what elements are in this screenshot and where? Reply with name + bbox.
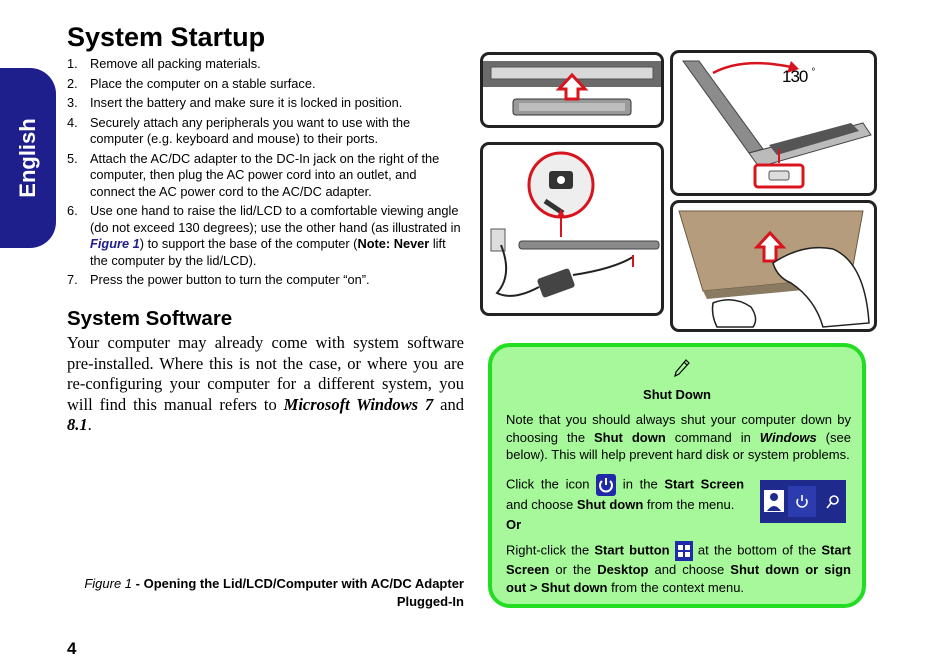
note-paragraph-1: Note that you should always shut your co… — [506, 412, 851, 462]
software-heading: System Software — [67, 307, 233, 330]
power-icon — [596, 474, 617, 496]
startup-steps: 1.Remove all packing materials. 2.Place … — [67, 56, 462, 292]
shutdown-note-box: Shut Down Note that you should always sh… — [488, 343, 866, 608]
list-item: 4.Securely attach any peripherals you wa… — [67, 114, 411, 147]
or-label: Or — [506, 517, 522, 532]
list-item: 6.Use one hand to raise the lid/LCD to a… — [67, 203, 461, 268]
windows-start-icon — [674, 541, 693, 561]
list-item: 7.Press the power button to turn the com… — [67, 272, 370, 287]
page-title: System Startup — [67, 22, 266, 52]
note-title: Shut Down — [643, 387, 711, 402]
note-paragraph-3: Right-click the Start button at the bott… — [506, 541, 851, 595]
ac-adapter-illustration — [480, 142, 664, 316]
figure-link[interactable]: Figure 1 — [90, 236, 140, 251]
lid-open-illustration: 130° — [670, 50, 877, 196]
hands-opening-illustration — [670, 200, 877, 332]
angle-label: 130° — [782, 67, 815, 86]
page-number: 4 — [67, 639, 77, 658]
language-tab-label: English — [15, 118, 40, 198]
list-item: 5.Attach the AC/DC adapter to the DC-In … — [67, 150, 440, 199]
list-item: 3.Insert the battery and make sure it is… — [67, 95, 403, 110]
battery-illustration — [480, 52, 664, 128]
list-item: 1.Remove all packing materials. — [67, 56, 261, 71]
language-tab: English — [0, 68, 56, 248]
note-paragraph-2: Click the icon in the Start Screen and c… — [506, 474, 744, 514]
figure-caption: Figure 1 - Opening the Lid/LCD/Computer … — [84, 576, 464, 609]
start-screen-charms — [760, 480, 846, 523]
list-item: 2.Place the computer on a stable surface… — [67, 75, 316, 91]
pencil-icon — [674, 359, 690, 377]
software-paragraph: Your computer may already come with syst… — [67, 333, 464, 434]
